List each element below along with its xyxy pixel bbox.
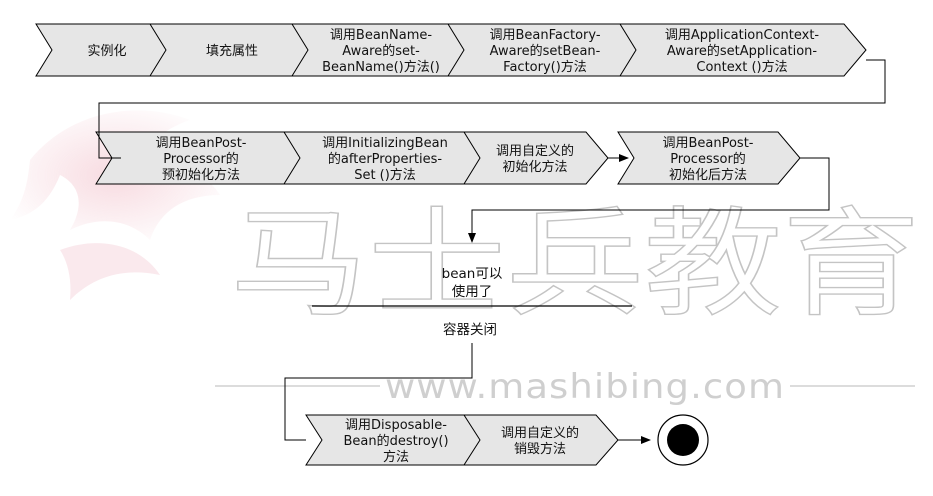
step-set-bean-name-line-2: Aware的set-: [342, 43, 420, 59]
watermark-url: www.mashibing.com: [385, 367, 785, 407]
step-disposable-destroy-line-3: 方法: [383, 449, 409, 465]
step-set-application-context-shape: [619, 23, 867, 77]
step-set-bean-name-line-3: BeanName()方法(): [322, 59, 440, 75]
step-set-bean-factory: 调用BeanFactory-Aware的setBean-Factory()方法: [447, 23, 645, 77]
step-after-properties-set-line-3: Set ()方法: [354, 167, 416, 183]
ready-state: bean可以 使用了 容器关闭: [312, 266, 632, 338]
step-post-process-before-init-line-3: 预初始化方法: [162, 167, 240, 183]
connectors: [98, 59, 886, 444]
step-after-properties-set-line-1: 调用InitializingBean: [322, 136, 448, 151]
end-node: [657, 414, 709, 466]
step-post-process-after-init-shape: [617, 131, 801, 185]
step-post-process-before-init-line-2: Processor的: [163, 151, 239, 167]
step-custom-init-method-line-1: 调用自定义的: [496, 143, 574, 159]
step-post-process-after-init-line-1: 调用BeanPost-: [662, 136, 753, 151]
step-custom-init-method-line-2: 初始化方法: [502, 159, 567, 175]
step-disposable-destroy-line-2: Bean的destroy(): [343, 433, 448, 449]
ready-label-line-1: bean可以: [442, 266, 503, 282]
ready-label-line-2: 使用了: [452, 283, 493, 300]
watermark-brand: 马士兵教育: [230, 195, 920, 333]
step-set-bean-factory-line-3: Factory()方法: [503, 59, 587, 75]
step-set-bean-factory-line-2: Aware的setBean-: [490, 43, 601, 59]
step-set-application-context-line-2: Aware的setApplication-: [667, 43, 818, 59]
step-populate-properties-line-1: 填充属性: [206, 43, 258, 59]
step-set-bean-factory-line-1: 调用BeanFactory-: [489, 28, 600, 43]
step-set-bean-name: 调用BeanName-Aware的set-BeanName()方法(): [291, 23, 473, 77]
step-instantiate-line-1: 实例化: [87, 44, 126, 59]
steps-layer: 实例化 填充属性 调用BeanName-Aware的set-BeanName()方法…: [35, 23, 867, 466]
step-post-process-before-init-line-1: 调用BeanPost-: [155, 136, 246, 151]
step-post-process-after-init-line-3: 初始化后方法: [669, 167, 747, 183]
watermark: 马士兵教育 www.mashibing.com: [10, 110, 921, 407]
step-custom-destroy-method-shape: [463, 414, 619, 466]
step-disposable-destroy-line-1: 调用Disposable-: [345, 418, 447, 433]
step-set-application-context: 调用ApplicationContext-Aware的setApplicatio…: [619, 23, 867, 77]
connector-close-to-row3: [284, 343, 473, 441]
container-close-label: 容器关闭: [443, 321, 497, 338]
step-populate-properties: 填充属性: [149, 23, 317, 77]
connector-row1-to-row2: [98, 59, 886, 159]
step-set-application-context-line-1: 调用ApplicationContext-: [665, 28, 820, 43]
end-node-dot: [667, 424, 699, 456]
step-post-process-after-init-line-2: Processor的: [670, 151, 746, 167]
step-custom-init-method-shape: [463, 131, 609, 185]
connector-row2-to-ready: [468, 157, 830, 243]
step-set-application-context-line-3: Context ()方法: [696, 59, 787, 75]
step-custom-destroy-method-line-1: 调用自定义的: [501, 425, 579, 441]
step-after-properties-set-line-2: 的afterProperties-: [328, 151, 442, 167]
step-custom-destroy-method-line-2: 销毁方法: [514, 441, 566, 457]
step-disposable-destroy: 调用Disposable-Bean的destroy()方法: [305, 414, 489, 466]
step-set-bean-name-line-1: 调用BeanName-: [330, 28, 432, 43]
